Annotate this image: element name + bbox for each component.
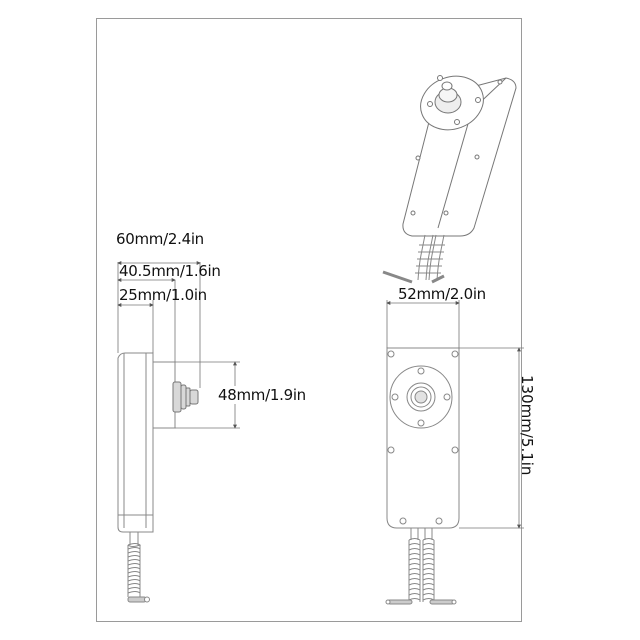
front-view <box>385 347 460 605</box>
side-view <box>117 352 199 603</box>
side-dimension-lines <box>117 261 240 429</box>
coiled-cable-icon <box>127 543 142 597</box>
length-label: 130mm/5.1in <box>518 375 536 476</box>
width-label: 52mm/2.0in <box>398 285 486 303</box>
isometric-cables-icon <box>415 234 445 281</box>
flange-height-label: 48mm/1.9in <box>216 386 308 404</box>
isometric-view <box>382 75 517 284</box>
connector-icon <box>172 381 199 413</box>
front-coiled-cables-icon <box>408 528 435 602</box>
body-depth-label: 25mm/1.0in <box>119 286 207 304</box>
overall-depth-label: 60mm/2.4in <box>116 230 204 248</box>
drawing-frame <box>96 18 522 622</box>
body-connector-depth-label: 40.5mm/1.6in <box>119 262 221 280</box>
front-dimension-lines <box>386 300 524 529</box>
